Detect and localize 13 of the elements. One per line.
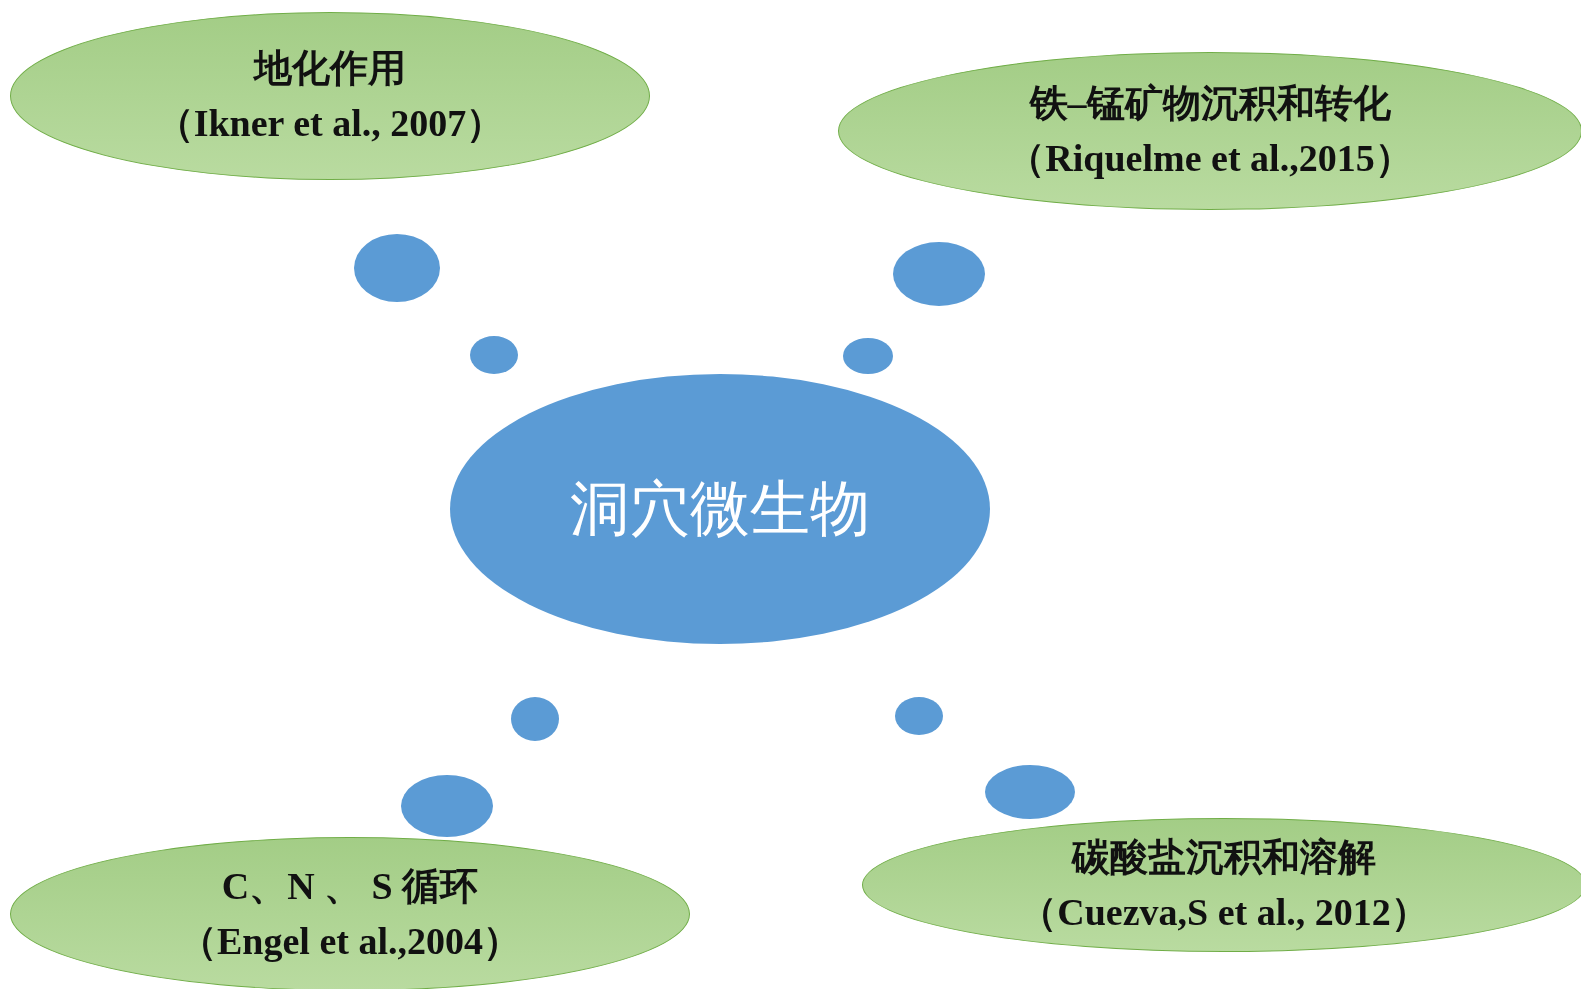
bubble-circle bbox=[895, 697, 943, 735]
node-title: C、N 、 S 循环 bbox=[221, 863, 479, 909]
citation-text: （Cuezva,S et al., 2012） bbox=[1019, 890, 1429, 935]
node-title: 地化作用 bbox=[254, 45, 406, 91]
node-title: 铁–锰矿物沉积和转化 bbox=[1029, 80, 1391, 126]
citation-text: （Ikner et al., 2007） bbox=[155, 101, 505, 146]
bubble-circle bbox=[511, 697, 559, 741]
citation-text: （Riquelme et al.,2015） bbox=[1007, 136, 1413, 181]
bubble-circle bbox=[843, 338, 893, 374]
node-title: 洞穴微生物 bbox=[570, 471, 870, 545]
node-title: 碳酸盐沉积和溶解 bbox=[1072, 834, 1376, 880]
citation-text: （Engel et al.,2004） bbox=[179, 919, 521, 964]
bubble-circle bbox=[470, 336, 518, 374]
